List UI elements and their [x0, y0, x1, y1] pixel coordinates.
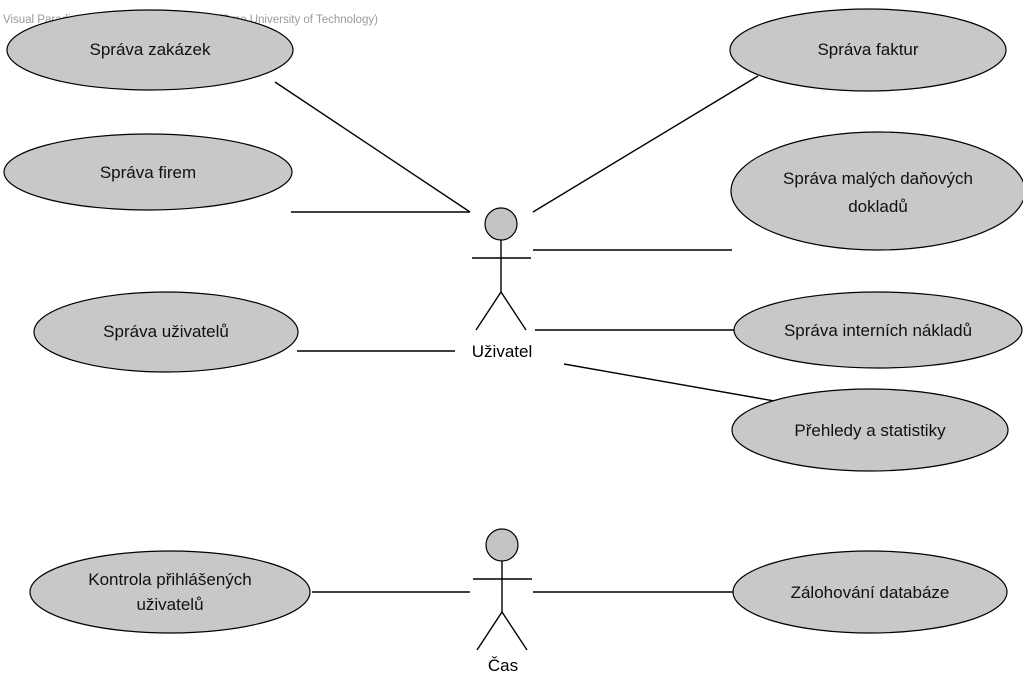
use-case-prehledy-a-statistiky[interactable]: Přehledy a statistiky	[731, 388, 1009, 472]
assoc-user-sprava-faktur	[532, 75, 759, 213]
use-case-label: Zálohování databáze	[791, 583, 950, 602]
actor-name-uzivatel: Uživatel	[472, 342, 532, 361]
use-case-sprava-uzivatelu[interactable]: Správa uživatelů	[33, 291, 299, 373]
use-case-label: Správa faktur	[817, 40, 918, 59]
actor-head	[485, 528, 519, 562]
actor-uzivatel[interactable]: Uživatel	[472, 207, 532, 361]
use-case-zalohovani-databaze[interactable]: Zálohování databáze	[732, 550, 1008, 634]
use-case-label: Správa zakázek	[90, 40, 211, 59]
use-case-sprava-faktur[interactable]: Správa faktur	[729, 8, 1007, 92]
associations-user	[274, 75, 781, 403]
use-case-label: Správa uživatelů	[103, 322, 229, 341]
use-case-sprava-firem[interactable]: Správa firem	[3, 133, 293, 211]
assoc-user-prehledy	[563, 363, 781, 403]
use-case-kontrola-prihlasenych-uzivatelu[interactable]: Kontrola přihlášených uživatelů	[29, 550, 311, 634]
actor-cas[interactable]: Čas	[473, 528, 532, 674]
actor-head	[484, 207, 518, 241]
use-case-label: Správa firem	[100, 163, 196, 182]
use-case-sprava-malych-danovych-dokladu[interactable]: Správa malých daňových dokladů	[730, 131, 1023, 251]
use-case-label-line-1: Správa malých daňových	[783, 169, 973, 188]
use-case-sprava-zakazek[interactable]: Správa zakázek	[6, 9, 294, 91]
use-case-label: Přehledy a statistiky	[794, 421, 946, 440]
use-case-sprava-internich-nakladu[interactable]: Správa interních nákladů	[733, 291, 1023, 369]
use-case-label-line-2: dokladů	[848, 197, 908, 216]
actor-name-cas: Čas	[488, 656, 518, 674]
use-case-label-line-1: Kontrola přihlášených	[88, 570, 251, 589]
assoc-user-sprava-zakazek	[274, 81, 471, 213]
use-case-label-line-2: uživatelů	[136, 595, 203, 614]
use-case-label: Správa interních nákladů	[784, 321, 972, 340]
